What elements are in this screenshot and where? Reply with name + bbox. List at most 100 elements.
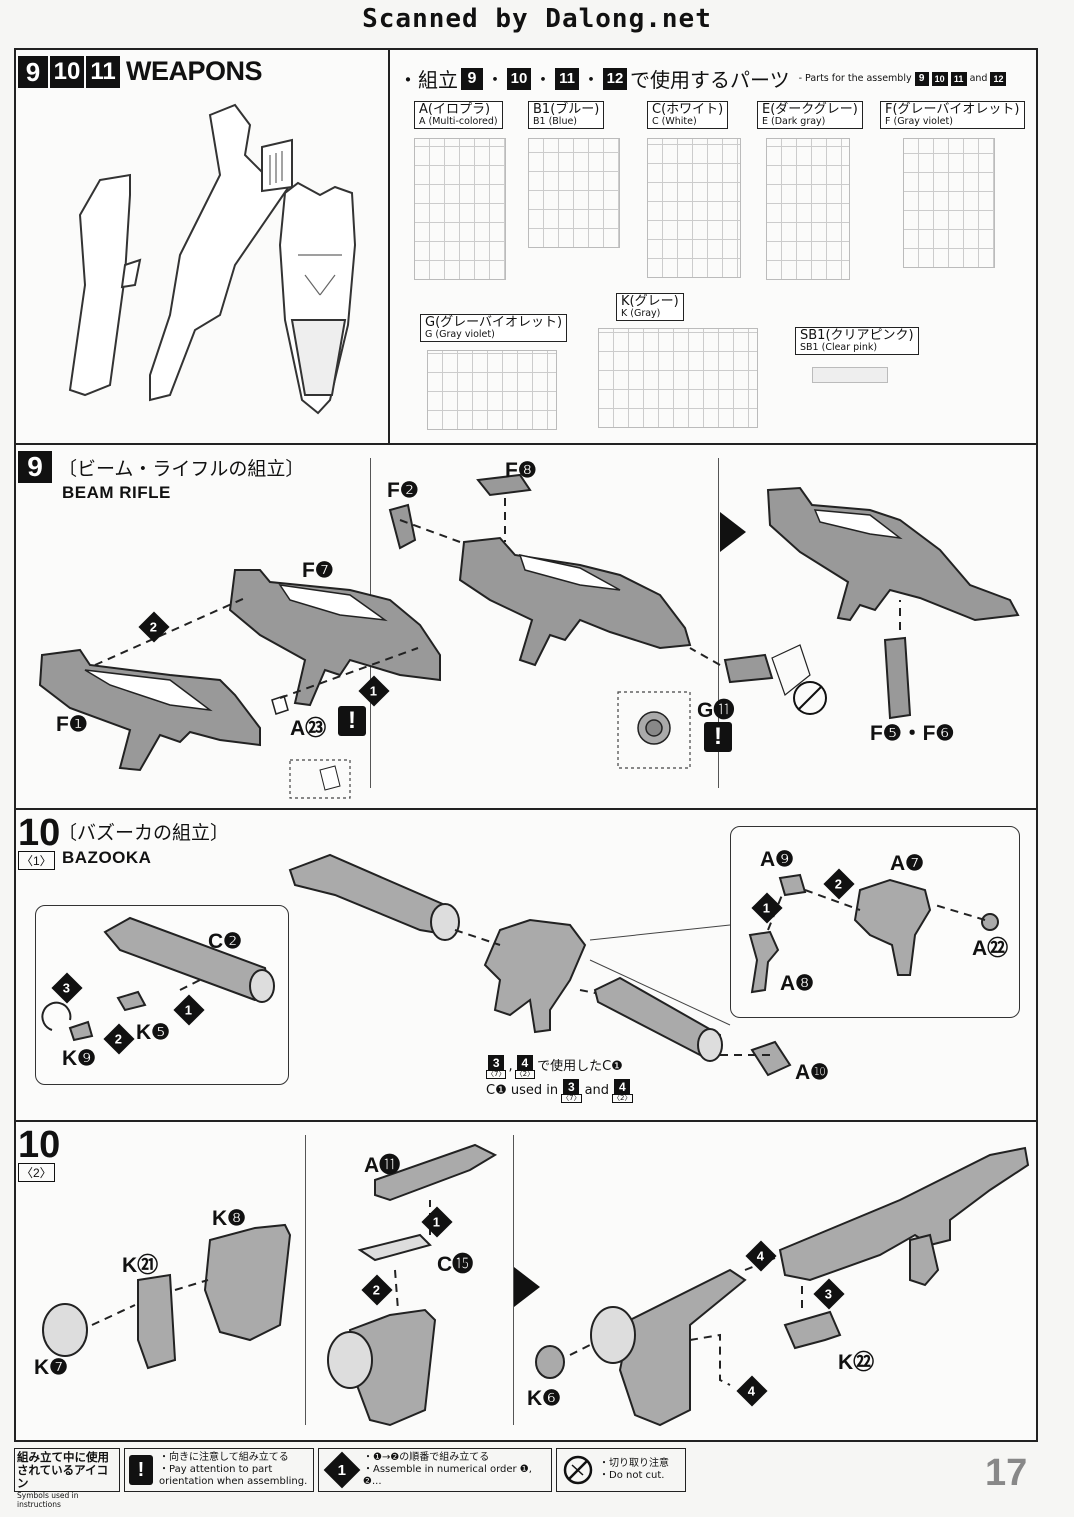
runner-label-a: A(イロプラ)A (Multi-colored) (414, 101, 503, 129)
parts-step-10: 10 (507, 67, 531, 90)
label-k22: K㉒ (838, 1351, 875, 1374)
attention-icon-g11: ! (704, 722, 732, 752)
part-k22 (783, 1310, 842, 1350)
step10-2-order-4a: 4 (745, 1240, 777, 1272)
legend-attention: ! ・向きに注意して組み立てる・Pay attention to part or… (124, 1448, 314, 1492)
label-k21: K㉑ (122, 1254, 159, 1277)
runner-label-f: F(グレーバイオレット)F (Gray violet) (880, 101, 1025, 129)
label-k7: K❼ (34, 1356, 68, 1379)
runner-b1 (528, 138, 620, 248)
attention-icon-a23: ! (338, 706, 366, 736)
rifle-final (766, 486, 1020, 622)
label-k5: K❺ (136, 1021, 170, 1044)
part-g11 (723, 653, 774, 684)
note-en-head: C❶ used in (486, 1083, 559, 1099)
part-k21 (137, 1273, 177, 1370)
part-k5 (116, 990, 147, 1012)
note-jp-tail: で使用したC❶ (537, 1059, 623, 1075)
label-c2: C❷ (208, 930, 242, 953)
step10-2-sub: 〈2〉 (18, 1163, 55, 1182)
no-cut-icon (563, 1455, 593, 1485)
c1-reuse-note: 3〈7〉 , 4〈2〉 で使用したC❶ C❶ used in 3〈7〉 and … (486, 1055, 633, 1103)
part-a11 (374, 1143, 498, 1202)
label-a11: A⓫ (364, 1154, 401, 1177)
label-a10: A❿ (795, 1061, 829, 1084)
part-k9 (68, 1020, 94, 1042)
step10-2-order-1: 1 (421, 1206, 453, 1238)
part-c2 (103, 916, 272, 1002)
part-c15 (357, 1233, 432, 1262)
label-f7: F❼ (302, 559, 334, 582)
step10-2-order-3: 3 (813, 1278, 845, 1310)
divider-weapons-parts (388, 48, 390, 444)
label-a23: A㉓ (290, 717, 327, 740)
inset-order-2: 2 (823, 868, 855, 900)
label-k9: K❾ (62, 1047, 96, 1070)
parts-heading-en: - Parts for the assembly (798, 73, 912, 84)
next-arrow-step9 (720, 512, 746, 552)
runner-label-e: E(ダークグレー)E (Dark gray) (757, 101, 863, 129)
step9-order-2: 2 (138, 611, 170, 643)
part-a9 (778, 873, 807, 897)
step-num-11: 11 (86, 56, 120, 88)
part-f8 (476, 473, 532, 497)
divider-top (14, 443, 1038, 445)
legend-title-jp: 組み立て中に使用されているアイコン (17, 1450, 109, 1491)
part-f5-f6 (883, 636, 912, 720)
step10-1-title-en: BAZOOKA (62, 848, 152, 867)
step10-1-order-1: 1 (173, 994, 205, 1026)
runner-k (598, 328, 758, 428)
part-a8 (748, 930, 780, 994)
divider-step9 (14, 808, 1038, 810)
parts-heading-jp-tail: で使用するパーツ (630, 68, 790, 92)
rifle-half-f7 (228, 569, 441, 707)
label-f5-f6: F❺・F❻ (870, 722, 955, 745)
label-a8: A❽ (780, 972, 814, 995)
step10-2-diagram (42, 1143, 1030, 1427)
order-icon: 1 (323, 1451, 361, 1489)
runner-e (766, 138, 850, 280)
parts-step-11: 11 (555, 67, 579, 90)
step9-title-jp: 〔ビーム・ライフルの組立〕 (58, 458, 305, 480)
label-f1: F❶ (56, 713, 88, 736)
legend-nocut: ・切り取り注意・Do not cut. (556, 1448, 686, 1492)
weapons-step-numbers: 9 10 11 (18, 56, 120, 88)
runner-label-sb1: SB1(クリアピンク)SB1 (Clear pink) (795, 327, 919, 355)
runner-f (903, 138, 995, 268)
legend-order: 1 ・❶→❷の順番で組み立てる・Assemble in numerical or… (318, 1448, 552, 1492)
inset-order-1: 1 (751, 892, 783, 924)
part-a10 (750, 1040, 792, 1077)
label-f2: F❷ (387, 479, 419, 502)
page-number: 17 (985, 1452, 1028, 1494)
parts-step-12: 12 (603, 67, 627, 90)
rifle-drawing (68, 173, 131, 397)
legend-title-box: 組み立て中に使用されているアイコン Symbols used in instru… (14, 1448, 120, 1509)
runner-g (427, 350, 557, 430)
label-a7: A❼ (890, 852, 924, 875)
part-k8 (203, 1223, 292, 1342)
weapons-title: WEAPONS (126, 56, 263, 86)
part-k7 (42, 1303, 88, 1357)
bazooka-final (778, 1146, 1030, 1282)
part-f2 (388, 503, 417, 550)
rifle-assembled-mid (458, 536, 692, 667)
label-a22: A㉒ (972, 937, 1009, 960)
runner-sb1 (812, 367, 888, 383)
parts-heading-jp: ・組立 (398, 68, 458, 92)
step10-1-sub: 〈1〉 (18, 851, 55, 870)
runner-label-g: G(グレーバイオレット)G (Gray violet) (420, 314, 568, 342)
weapons-illustration (68, 103, 357, 415)
legend-title-en: Symbols used in instructions (17, 1490, 79, 1509)
runner-c (647, 138, 741, 278)
part-a22 (981, 913, 999, 931)
step10-1-order-3: 3 (51, 972, 83, 1004)
pack-assembled (348, 1308, 437, 1427)
label-g11: G⓫ (697, 699, 735, 722)
step10-1-order-2: 2 (103, 1023, 135, 1055)
step-num-9: 9 (18, 56, 48, 88)
step10-2-order-4b: 4 (736, 1375, 768, 1407)
attention-icon: ! (129, 1455, 153, 1485)
runner-label-c: C(ホワイト)C (White) (647, 101, 729, 129)
step9-diagram (38, 473, 1020, 799)
runner-a (414, 138, 506, 280)
